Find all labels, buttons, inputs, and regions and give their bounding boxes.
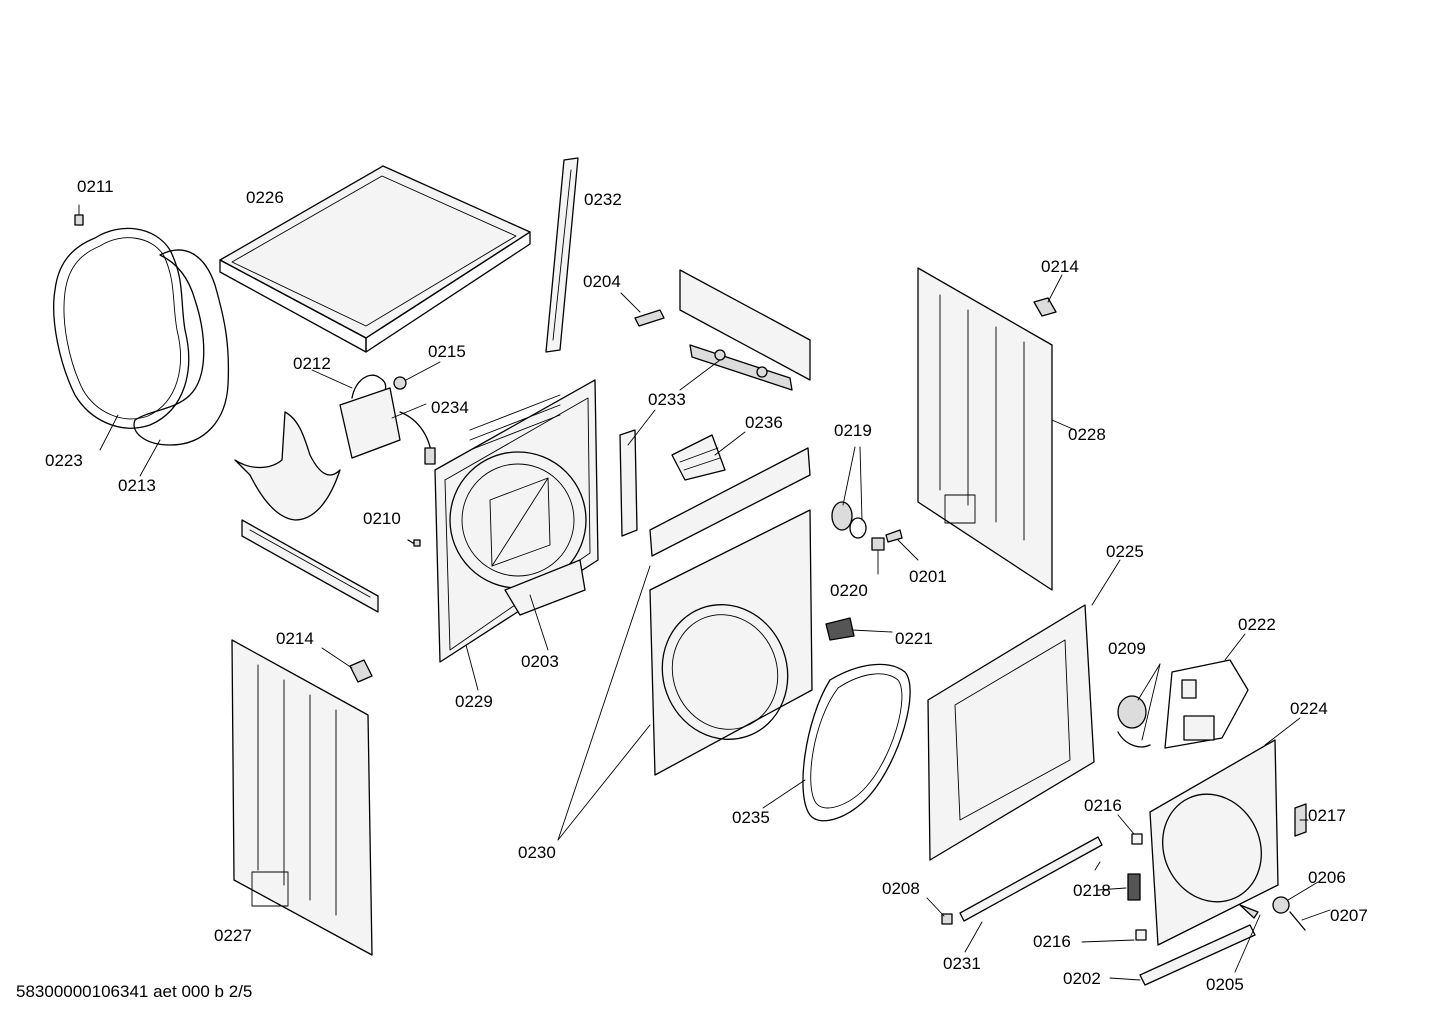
callout-0216-lower: 0216	[1033, 932, 1071, 951]
part-0211-screw	[74, 204, 84, 226]
callout-0223: 0223	[45, 451, 83, 470]
part-0229-rear-panel	[434, 379, 599, 663]
callout-0231: 0231	[943, 954, 981, 973]
callout-0214-lower: 0214	[276, 629, 314, 648]
callout-labels: 0211 0226 0232 0204 0214 0212 0215 0234 …	[45, 177, 1368, 994]
callout-0229: 0229	[455, 692, 493, 711]
callout-0213: 0213	[118, 476, 156, 495]
callout-0215: 0215	[428, 342, 466, 361]
callout-0221: 0221	[895, 629, 933, 648]
callout-0224: 0224	[1290, 699, 1328, 718]
callout-0228: 0228	[1068, 425, 1106, 444]
part-0209-knob	[1117, 695, 1151, 748]
part-0207-spring	[1289, 911, 1306, 931]
part-0234-module	[339, 387, 436, 465]
part-0213-rear-gasket	[133, 249, 230, 446]
part-0221-door-switch	[825, 617, 855, 641]
part-0214-clip-upper	[1033, 297, 1057, 317]
part-0206-knob	[1272, 896, 1290, 914]
part-0226-top-cover	[219, 165, 531, 353]
part-0201-pin	[885, 529, 903, 543]
part-0230-front-frame	[619, 429, 813, 776]
part-support-rail	[241, 519, 379, 613]
callout-0220: 0220	[830, 581, 868, 600]
callout-0219: 0219	[834, 421, 872, 440]
callout-0212: 0212	[293, 354, 331, 373]
part-0223-rear-seal	[53, 227, 190, 429]
callout-0216-upper: 0216	[1084, 796, 1122, 815]
part-0218-holder	[1127, 873, 1141, 901]
part-0216-pad-upper	[1131, 833, 1143, 845]
callout-0233: 0233	[648, 390, 686, 409]
part-0215-connector	[393, 376, 407, 390]
document-reference: 58300000106341 aet 000 b 2/5	[16, 982, 252, 1001]
part-air-duct	[234, 411, 341, 521]
part-0205-screw	[1239, 904, 1259, 919]
part-0202-foot-strip	[1139, 924, 1256, 986]
callout-0217: 0217	[1308, 806, 1346, 825]
part-0228-side-panel-right	[917, 267, 1053, 591]
callout-0205: 0205	[1206, 975, 1244, 994]
callout-0222: 0222	[1238, 615, 1276, 634]
part-0204-clip	[634, 309, 665, 327]
callout-0214-upper: 0214	[1041, 257, 1079, 276]
part-0233-panel-bracket	[679, 269, 811, 391]
callout-0226: 0226	[246, 188, 284, 207]
part-0220-hinge	[871, 537, 885, 551]
callout-0209: 0209	[1108, 639, 1146, 658]
part-0214-clip-lower	[349, 659, 373, 683]
part-0224-lower-front-panel	[1149, 739, 1279, 946]
callout-0218: 0218	[1073, 881, 1111, 900]
callout-0230: 0230	[518, 843, 556, 862]
callout-0232: 0232	[584, 190, 622, 209]
part-0236-element	[671, 434, 726, 481]
leader-lines	[99, 274, 1331, 981]
callout-0202: 0202	[1063, 969, 1101, 988]
callout-0211: 0211	[77, 177, 114, 196]
callout-0227: 0227	[214, 926, 252, 945]
part-0235-door-gasket	[802, 663, 911, 822]
callout-0236: 0236	[745, 413, 783, 432]
part-0222-kit	[1164, 659, 1249, 749]
callout-0207: 0207	[1330, 906, 1368, 925]
callout-0203: 0203	[521, 652, 559, 671]
callout-0208: 0208	[882, 879, 920, 898]
callout-0235: 0235	[732, 808, 770, 827]
part-0219-lock-cover	[831, 501, 867, 539]
part-0208-clip	[941, 913, 953, 925]
callout-0206: 0206	[1308, 868, 1346, 887]
part-0227-side-panel-left	[231, 639, 373, 956]
callout-0201: 0201	[909, 567, 947, 586]
part-0216-pad-lower	[1135, 929, 1147, 941]
part-0210-screw	[407, 539, 421, 547]
callout-0234: 0234	[431, 398, 469, 417]
callout-0225: 0225	[1106, 542, 1144, 561]
callout-0204: 0204	[583, 272, 621, 291]
part-0232-vertical-strip	[545, 157, 579, 353]
callout-0210: 0210	[363, 509, 401, 528]
part-0225-front-panel	[927, 604, 1095, 861]
part-0231-strip	[959, 836, 1103, 922]
